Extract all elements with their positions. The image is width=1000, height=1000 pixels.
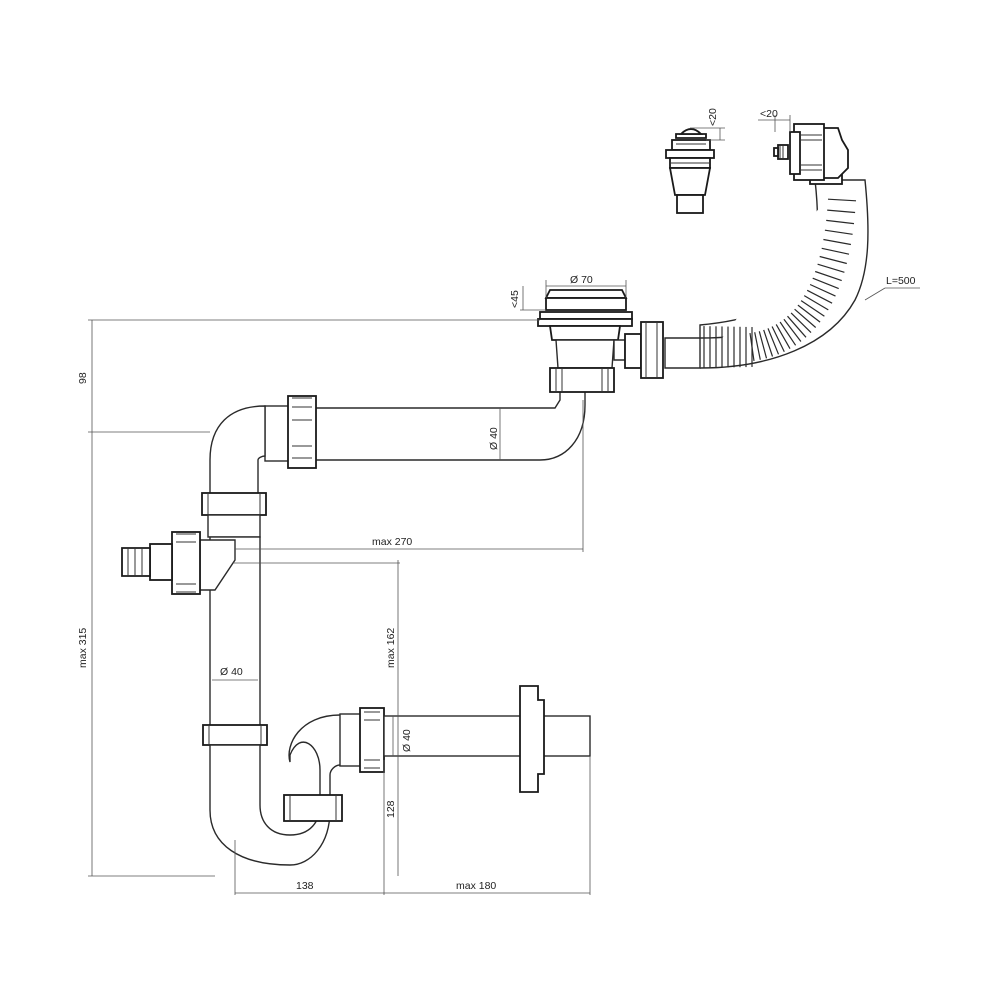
basket-height-label: <45 [509, 290, 521, 308]
plug-height-label: <20 [707, 108, 719, 126]
plug-detail [665, 128, 715, 214]
sink-basket-waste [537, 289, 664, 393]
overflow-depth-label: <20 [760, 108, 778, 120]
horizontal-reach-label: max 270 [372, 536, 412, 548]
trap-height-label: max 162 [385, 628, 397, 668]
upper-elbow [209, 395, 317, 496]
overflow-screw [773, 144, 789, 160]
trap-width-label: 138 [296, 880, 314, 892]
basket-diameter-label: Ø 70 [570, 274, 593, 286]
dimension-labels: Ø 70 <45 98 Ø 40 max 270 max 315 max 162… [77, 108, 916, 892]
outlet-length-label: max 180 [456, 880, 496, 892]
lower-trap [202, 685, 591, 866]
outlet-height-label: 128 [385, 800, 397, 818]
vertical-pipe-diameter-label: Ø 40 [220, 666, 243, 678]
drop-height-label: 98 [77, 372, 89, 384]
total-height-label: max 315 [77, 628, 89, 668]
top-pipe-diameter-label: Ø 40 [488, 427, 500, 450]
hose-length-label: L=500 [886, 275, 916, 287]
vertical-pipe [121, 492, 267, 728]
overflow-head [789, 123, 849, 185]
overflow-corrugated-hose [664, 179, 869, 369]
outlet-diameter-label: Ø 40 [401, 729, 413, 752]
dimension-lines [88, 115, 920, 895]
top-horizontal-pipe [264, 387, 586, 462]
